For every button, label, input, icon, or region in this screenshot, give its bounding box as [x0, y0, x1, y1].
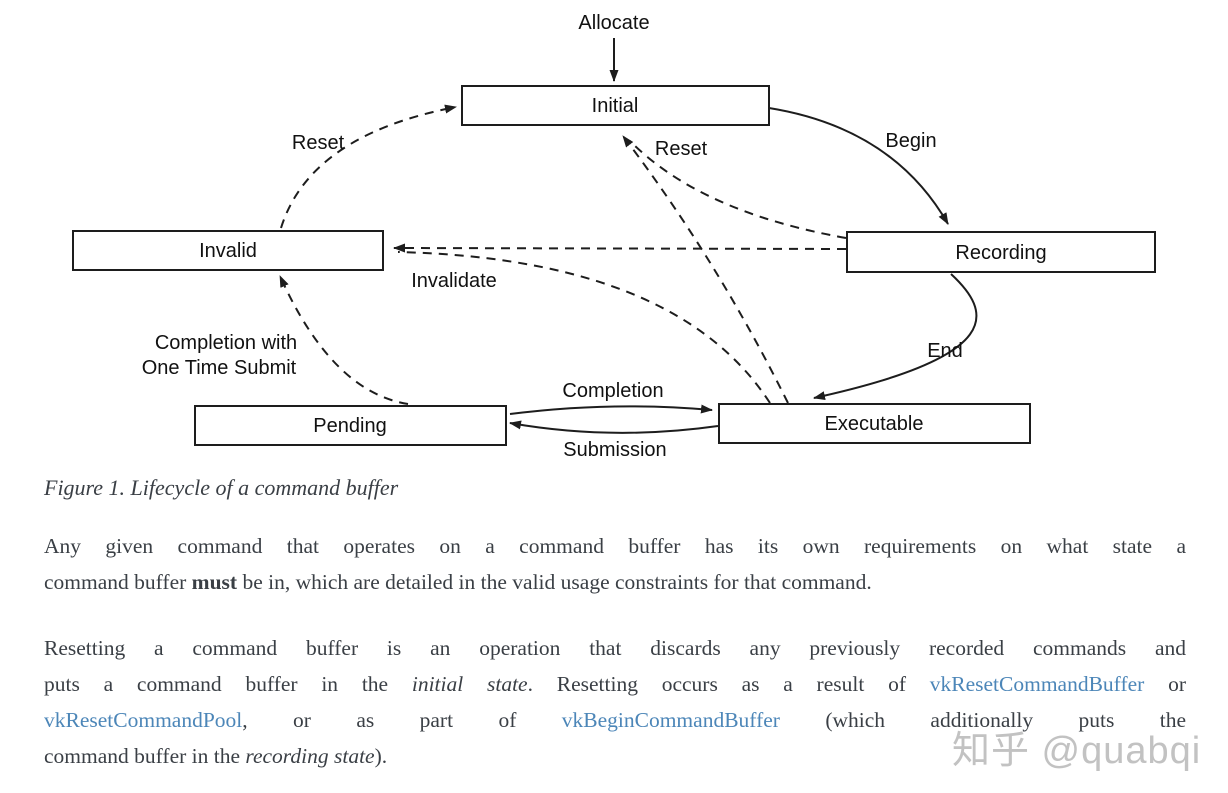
text-segment: ). [374, 744, 388, 768]
invalidate-executable-to-invalid-arrow [397, 251, 771, 404]
reset-executable-to-initial-arrow [622, 135, 789, 404]
text-segment: . Resetting occurs as a result of [527, 672, 930, 696]
text-segment: puts a command buffer in the [44, 672, 412, 696]
submission-arrow [509, 420, 719, 434]
text-line: puts a command buffer in the initial sta… [44, 666, 1186, 702]
paragraph-2: Resetting a command buffer is an operati… [44, 630, 1186, 774]
state-box-executable: Executable [718, 403, 1031, 444]
text-line: Any given command that operates on a com… [44, 528, 1186, 564]
text-segment: command buffer in the [44, 744, 246, 768]
reset-recording-to-initial-arrow [629, 140, 847, 239]
state-label-pending: Pending [313, 415, 386, 437]
edge-label-reset-right: Reset [655, 138, 708, 160]
text-segment: Resetting a command buffer is an operati… [44, 636, 1186, 660]
edge-label-begin: Begin [885, 130, 936, 152]
edge-label-submission: Submission [563, 439, 666, 461]
figure-caption: Figure 1. Lifecycle of a command buffer [44, 475, 399, 500]
state-label-executable: Executable [825, 413, 924, 435]
edge-label-end: End [927, 340, 963, 362]
state-label-recording: Recording [955, 242, 1046, 264]
text-line: Resetting a command buffer is an operati… [44, 630, 1186, 666]
state-label-invalid: Invalid [199, 240, 257, 262]
edge-label-completion: Completion [562, 380, 663, 402]
state-box-recording: Recording [846, 231, 1156, 273]
end-arrow [813, 273, 978, 401]
completion-arrow [509, 404, 713, 415]
watermark: 知乎 @quabqi [952, 730, 1202, 772]
text-segment: , or as part of [242, 708, 562, 732]
vkResetCommandPool-link[interactable]: vkResetCommandPool [44, 708, 243, 732]
state-box-invalid: Invalid [72, 230, 384, 271]
text-segment: be in, which are detailed in the valid u… [237, 570, 872, 594]
edge-label-completion-one-time-submit-line1: Completion with [155, 332, 297, 354]
reset-invalid-to-initial-arrow [280, 104, 457, 229]
text-segment: Any given command that operates on a com… [44, 534, 1186, 558]
paragraph-1: Any given command that operates on a com… [44, 528, 1186, 600]
text-segment: must [191, 570, 238, 594]
text-segment: initial state [411, 672, 528, 696]
vkResetCommandBuffer-link[interactable]: vkResetCommandBuffer [929, 672, 1145, 696]
text-line: command buffer in the recording state). [44, 738, 1186, 774]
invalidate-recording-to-invalid-arrow [393, 243, 847, 253]
edge-label-allocate: Allocate [578, 12, 649, 34]
text-segment: or [1144, 672, 1186, 696]
begin-arrow [768, 107, 949, 225]
vkBeginCommandBuffer-link[interactable]: vkBeginCommandBuffer [561, 708, 780, 732]
state-box-pending: Pending [194, 405, 507, 446]
text-segment: recording state [245, 744, 375, 768]
state-label-initial: Initial [592, 95, 639, 117]
text-line: vkResetCommandPool, or as part of vkBegi… [44, 702, 1186, 738]
edge-label-invalidate: Invalidate [411, 270, 497, 292]
text-line: command buffer must be in, which are det… [44, 564, 1186, 600]
edge-label-reset-left: Reset [292, 132, 345, 154]
lifecycle-diagram: Initial Recording Invalid Pending Execut… [72, 12, 1156, 461]
edge-label-completion-one-time-submit-line2: One Time Submit [142, 357, 297, 379]
text-segment: command buffer [44, 570, 192, 594]
text-segment: (which additionally puts the [779, 708, 1187, 732]
completion-one-time-submit-arrow [279, 275, 409, 405]
state-box-initial: Initial [461, 85, 770, 126]
